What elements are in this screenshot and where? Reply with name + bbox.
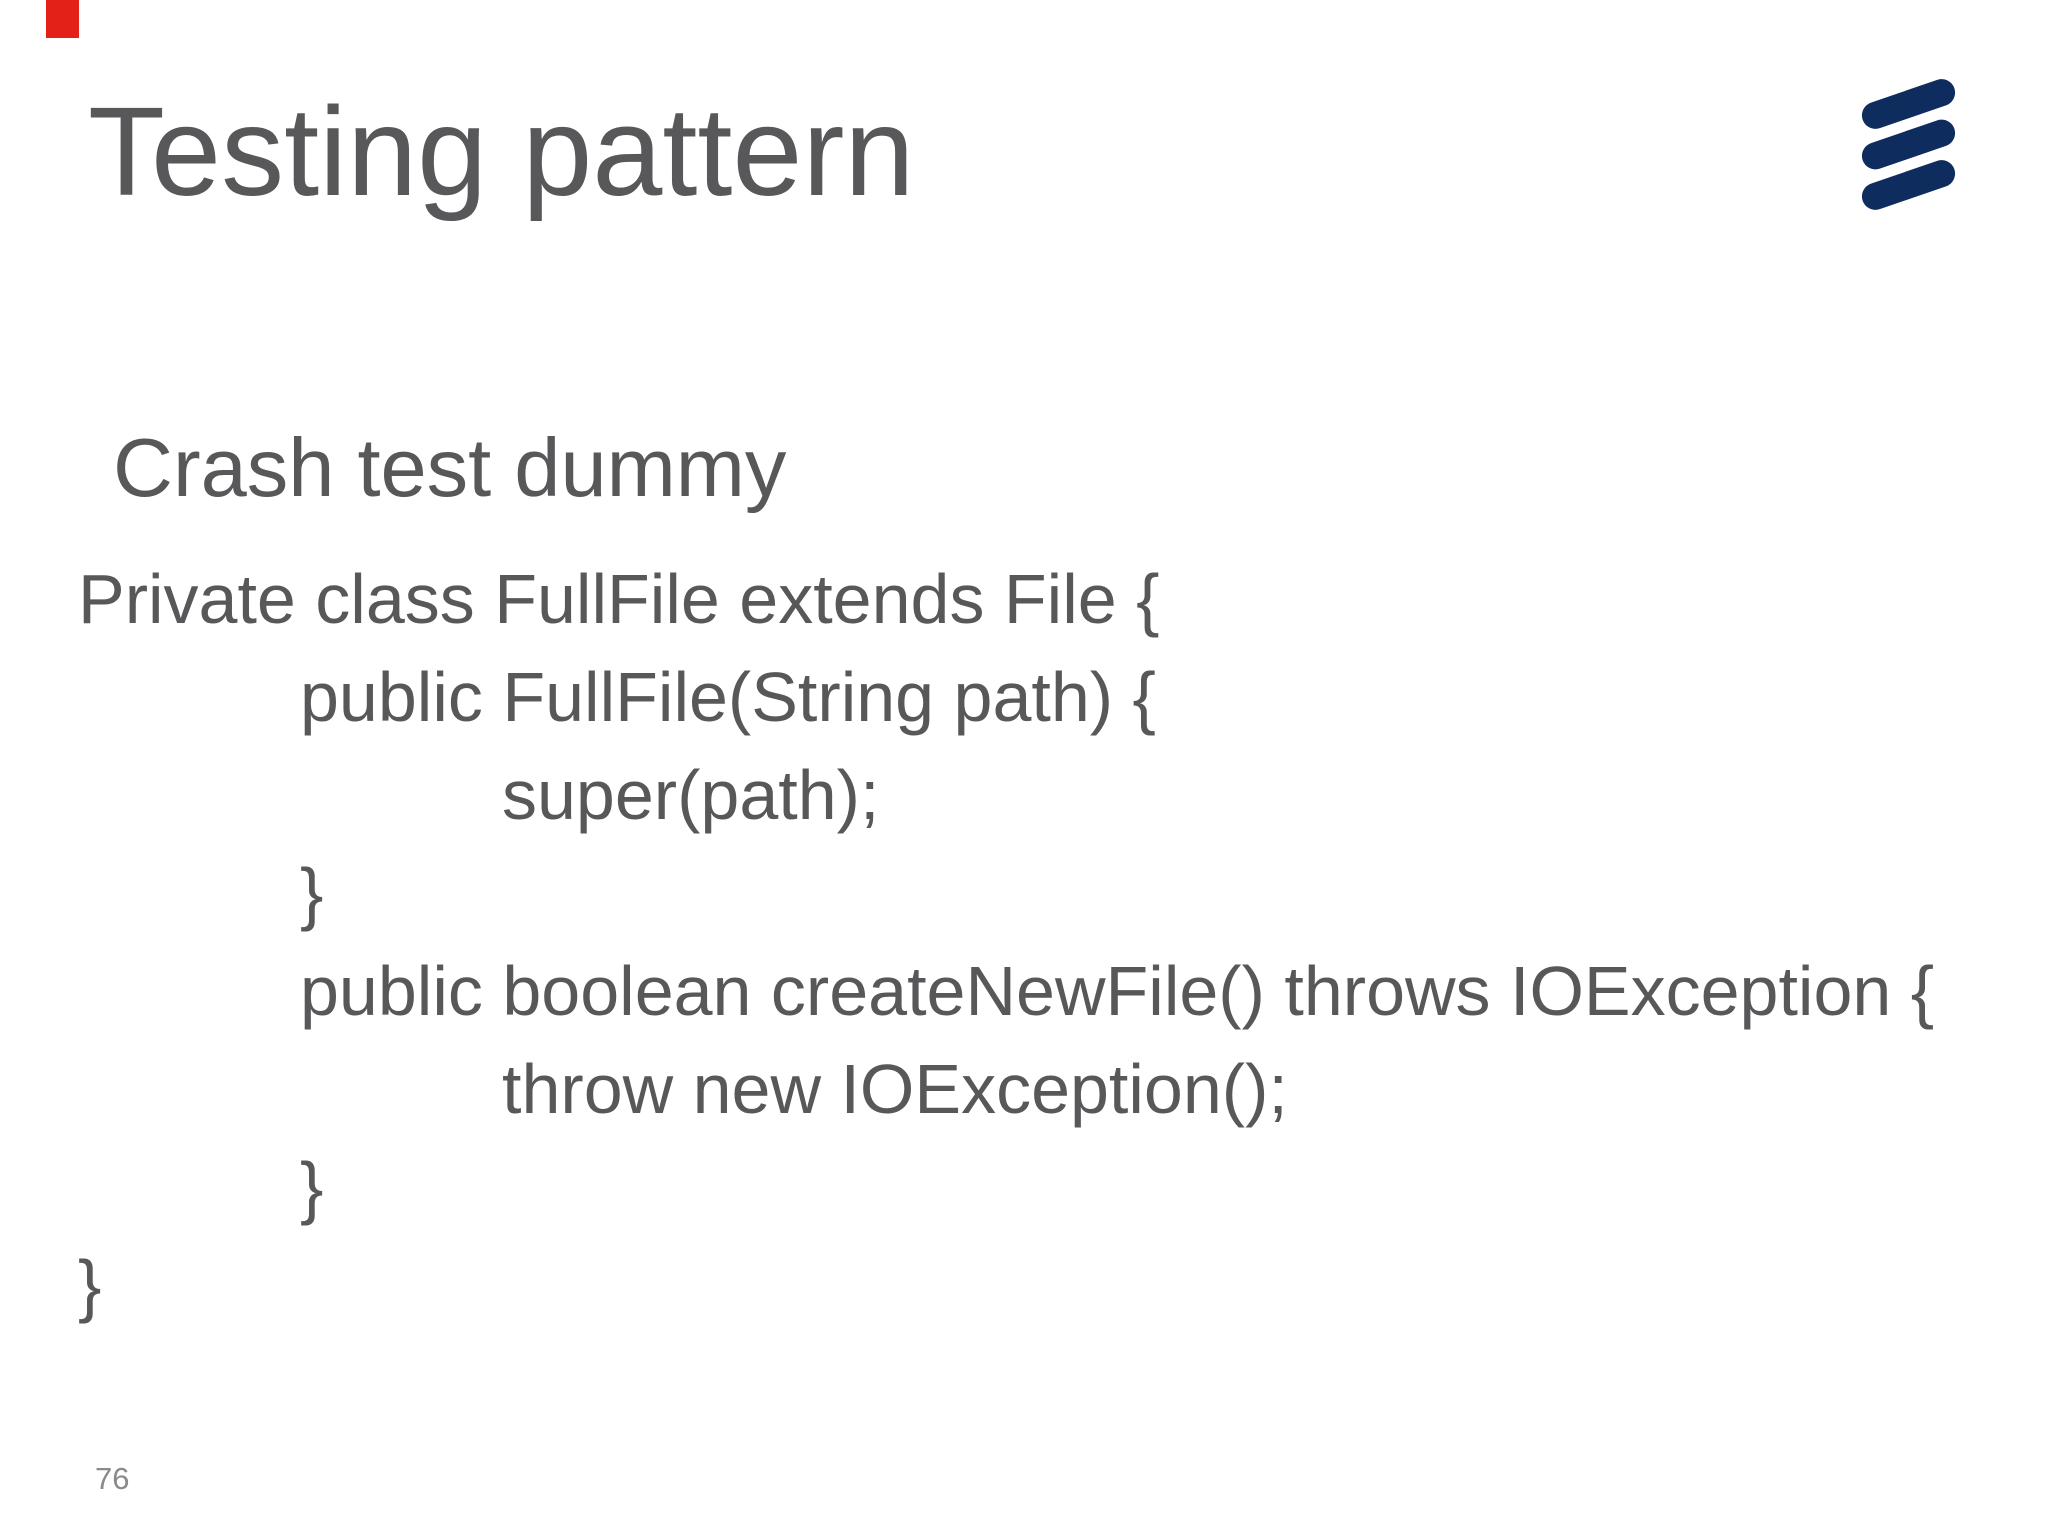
code-block: Private class FullFile extends File { pu… <box>78 550 1934 1334</box>
slide-title: Testing pattern <box>88 81 915 222</box>
ericsson-logo-icon <box>1861 79 1956 210</box>
code-line: super(path); <box>502 756 880 834</box>
slide-subtitle: Crash test dummy <box>113 421 787 514</box>
code-line: public FullFile(String path) { <box>300 658 1156 736</box>
code-line: Private class FullFile extends File { <box>78 560 1160 638</box>
code-line: } <box>78 1246 102 1324</box>
red-corner-marker <box>46 0 79 38</box>
page-number: 76 <box>95 1461 130 1496</box>
code-line: throw new IOException(); <box>502 1050 1288 1128</box>
code-line: public boolean createNewFile() throws IO… <box>300 952 1935 1030</box>
code-line: } <box>300 854 324 932</box>
code-line: } <box>300 1148 324 1226</box>
